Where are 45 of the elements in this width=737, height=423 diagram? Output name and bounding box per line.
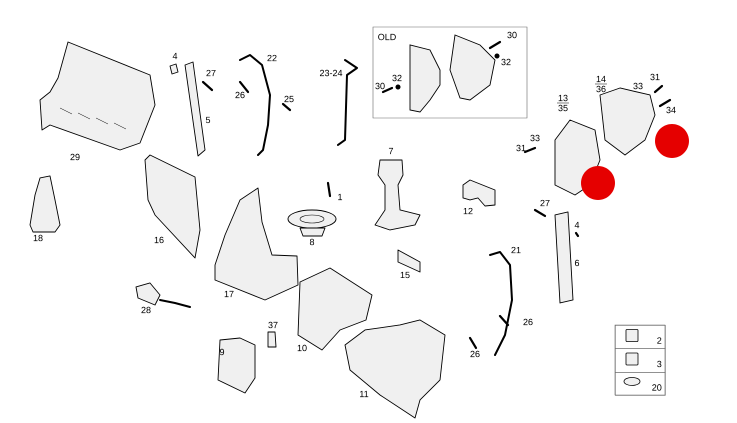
callout-number: 37: [268, 322, 278, 328]
callout-number: 28: [141, 306, 151, 314]
callout-number: 35: [558, 104, 568, 112]
callout-number: 7: [388, 148, 394, 154]
callout-number: 26: [235, 92, 245, 98]
callout-number: 23-24: [320, 70, 342, 76]
table-cell: 2: [615, 325, 666, 349]
callout-number: 16: [154, 236, 164, 244]
callout-number: 27: [540, 200, 550, 206]
callout-number: 6: [574, 260, 580, 266]
callout-number: 30: [507, 32, 517, 38]
callout-number: 32: [501, 58, 511, 66]
callout-number: 25: [284, 96, 294, 102]
callout-number: 34: [666, 106, 676, 114]
callout-number: 36: [596, 86, 606, 92]
callout-number: 9: [220, 348, 224, 356]
callout-number: 31: [650, 74, 660, 80]
callout-number: 29: [70, 154, 80, 160]
callout-number: 33: [530, 134, 540, 142]
callout-number: 21: [511, 246, 521, 254]
callout-number: 22: [267, 54, 277, 62]
table-cell: 3: [615, 348, 666, 373]
callout-number: 33: [633, 82, 643, 90]
callout-number: 4: [172, 52, 178, 60]
callout-number: 12: [464, 208, 473, 214]
callout-number: 18: [34, 234, 43, 242]
callout-number: 31: [516, 144, 526, 152]
parts-table: [614, 324, 666, 396]
callout-number: 11: [360, 390, 368, 398]
callout-number: 10: [298, 344, 307, 352]
callout-number: 30: [375, 82, 385, 90]
callout-number: 17: [224, 290, 234, 298]
callout-number: 14: [596, 76, 606, 82]
callout-number: 1: [338, 194, 342, 200]
table-cell: 20: [615, 372, 666, 396]
callout-number: 15: [400, 272, 410, 278]
callout-number: 13: [558, 94, 568, 102]
callout-number: 5: [206, 116, 210, 124]
callout-number: 4: [574, 222, 580, 228]
callout-number: 26: [470, 350, 480, 358]
callout-number: 32: [392, 74, 402, 82]
inset-title: OLD: [378, 34, 396, 40]
callout-number: 27: [206, 70, 216, 76]
callout-number: 8: [310, 238, 314, 246]
callout-number: 26: [523, 318, 533, 326]
